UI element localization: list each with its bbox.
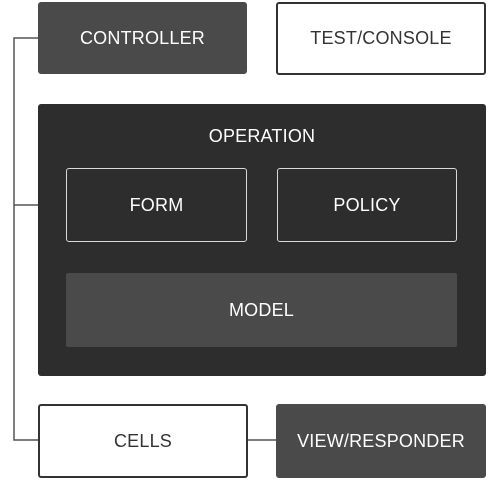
- form-label: FORM: [129, 194, 184, 215]
- cells-box: CELLS: [38, 404, 248, 478]
- controller-box: CONTROLLER: [38, 2, 247, 74]
- form-box: FORM: [66, 168, 247, 242]
- cells-label: CELLS: [113, 430, 173, 451]
- view-responder-label: VIEW/RESPONDER: [297, 430, 465, 451]
- policy-label: POLICY: [333, 194, 401, 215]
- operation-title: OPERATION: [208, 126, 316, 146]
- operation-container: OPERATION FORM POLICY MODEL: [38, 104, 486, 376]
- test-console-box: TEST/CONSOLE: [276, 2, 486, 75]
- test-console-label: TEST/CONSOLE: [310, 28, 452, 48]
- controller-connector: [13, 37, 38, 441]
- model-label: MODEL: [228, 299, 294, 320]
- controller-label: CONTROLLER: [79, 27, 206, 48]
- view-responder-box: VIEW/RESPONDER: [276, 404, 486, 478]
- policy-box: POLICY: [277, 168, 457, 242]
- model-box: MODEL: [66, 273, 457, 347]
